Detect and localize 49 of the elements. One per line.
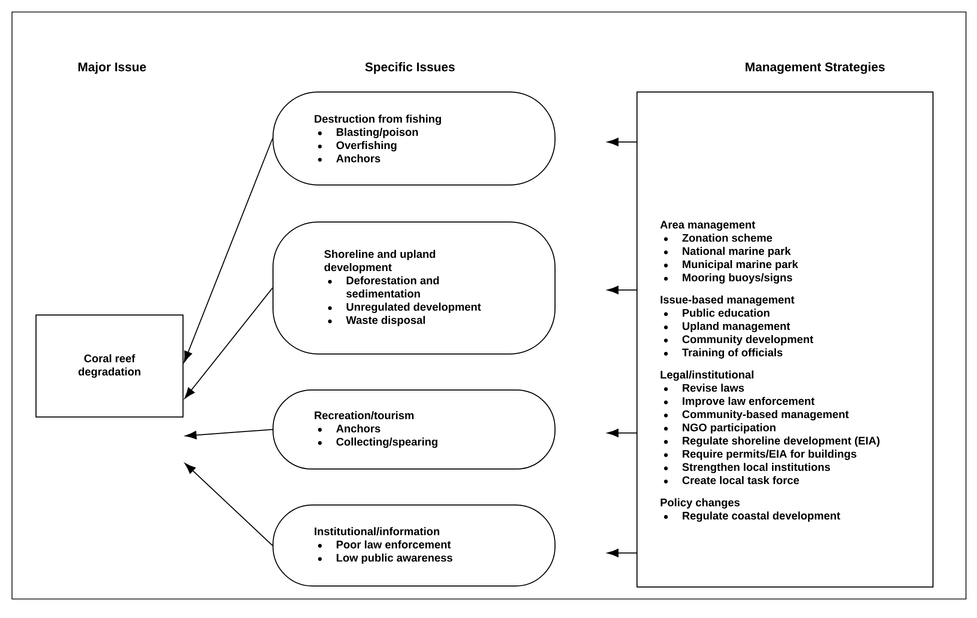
- process-box: [36, 314, 184, 418]
- bullet-item: Zonation scheme: [682, 234, 772, 242]
- section-heading: Area management: [660, 220, 756, 231]
- section-heading: Destruction from fishing: [314, 114, 441, 125]
- section-heading: Issue-based management: [660, 295, 794, 306]
- bullet-item: Improve law enforcement: [682, 396, 814, 408]
- node-text: Coral reef degradation: [78, 354, 140, 378]
- bullet-item: Waste disposal: [346, 316, 425, 326]
- bullet-item: Overfishing: [336, 141, 396, 152]
- strategy-box: [636, 92, 934, 588]
- arrow: [607, 138, 637, 146]
- bullet-item: Upland management: [682, 322, 790, 332]
- bullet-item: Training of officials: [682, 348, 782, 359]
- bullet-item: Deforestation and sedimentation: [346, 276, 439, 298]
- section-heading: Institutional/information: [314, 527, 440, 536]
- bullet-item: Blasting/poison: [336, 128, 418, 138]
- bullet-item: Anchors: [336, 424, 380, 432]
- arrow: [185, 429, 273, 440]
- column-heading: Major Issue: [78, 62, 146, 74]
- bullet-item: Unregulated development: [346, 302, 481, 313]
- bullet-item: Low public awareness: [336, 554, 452, 564]
- bullet-item: Community development: [682, 335, 814, 346]
- section-heading: Shoreline and upland development: [324, 250, 436, 274]
- bullet-item: Poor law enforcement: [336, 540, 451, 548]
- bullet-item: Revise laws: [682, 384, 744, 392]
- bullet-item: Regulate shoreline development (EIA): [682, 436, 880, 447]
- section-heading: Recreation/tourism: [314, 411, 414, 420]
- bullet-item: Require permits/EIA for buildings: [682, 450, 856, 460]
- bullet-item: Community-based management: [682, 410, 849, 420]
- arrow: [184, 288, 273, 399]
- bullet-item: Anchors: [336, 154, 380, 162]
- column-heading: Management Strategies: [746, 62, 885, 74]
- bullet-item: Mooring buoys/signs: [682, 273, 792, 284]
- arrow: [184, 463, 273, 546]
- bullet-item: Regulate coastal development: [682, 511, 840, 522]
- arrow: [184, 138, 273, 362]
- bullet-item: Municipal marine park: [682, 260, 798, 270]
- bullet-item: Collecting/spearing: [336, 438, 438, 448]
- section-heading: Policy changes: [660, 498, 740, 509]
- bullet-item: Create local task force: [682, 476, 799, 484]
- arrow: [607, 548, 637, 558]
- column-heading: Specific Issues: [365, 62, 455, 74]
- bullet-item: National marine park: [682, 246, 791, 258]
- bullet-item: Public education: [682, 308, 770, 317]
- bullet-item: Strengthen local institutions: [682, 462, 830, 474]
- bullet-item: NGO participation: [682, 423, 776, 434]
- arrow: [607, 286, 637, 294]
- arrow: [607, 428, 637, 438]
- section-heading: Legal/institutional: [660, 370, 754, 381]
